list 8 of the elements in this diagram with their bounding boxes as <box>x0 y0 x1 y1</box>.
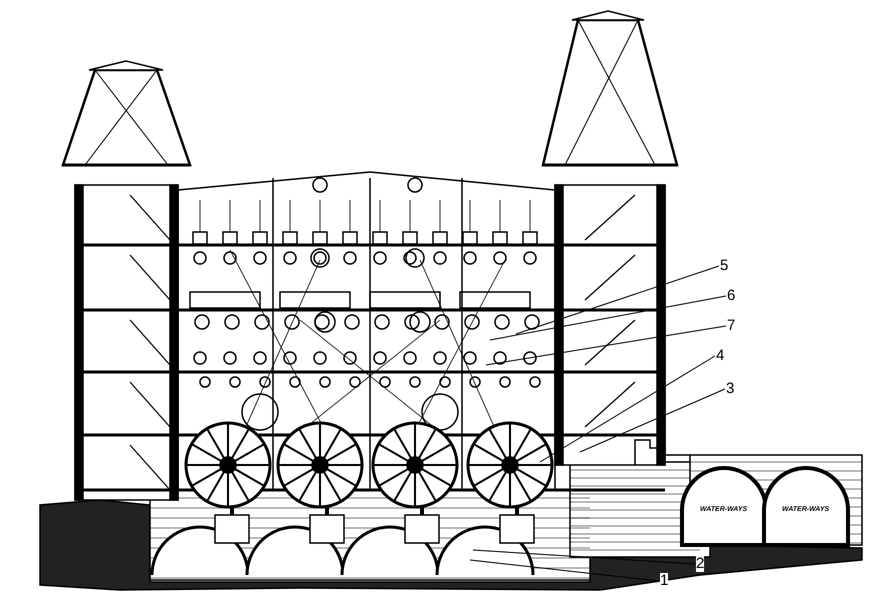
leader-line <box>470 560 660 582</box>
leader-line <box>490 296 726 340</box>
leader-line <box>540 356 716 462</box>
leader-line <box>516 266 720 334</box>
callout-number: 2 <box>696 556 704 572</box>
leader-line <box>580 388 726 452</box>
leader-line <box>472 550 696 564</box>
leader-line <box>486 326 726 366</box>
